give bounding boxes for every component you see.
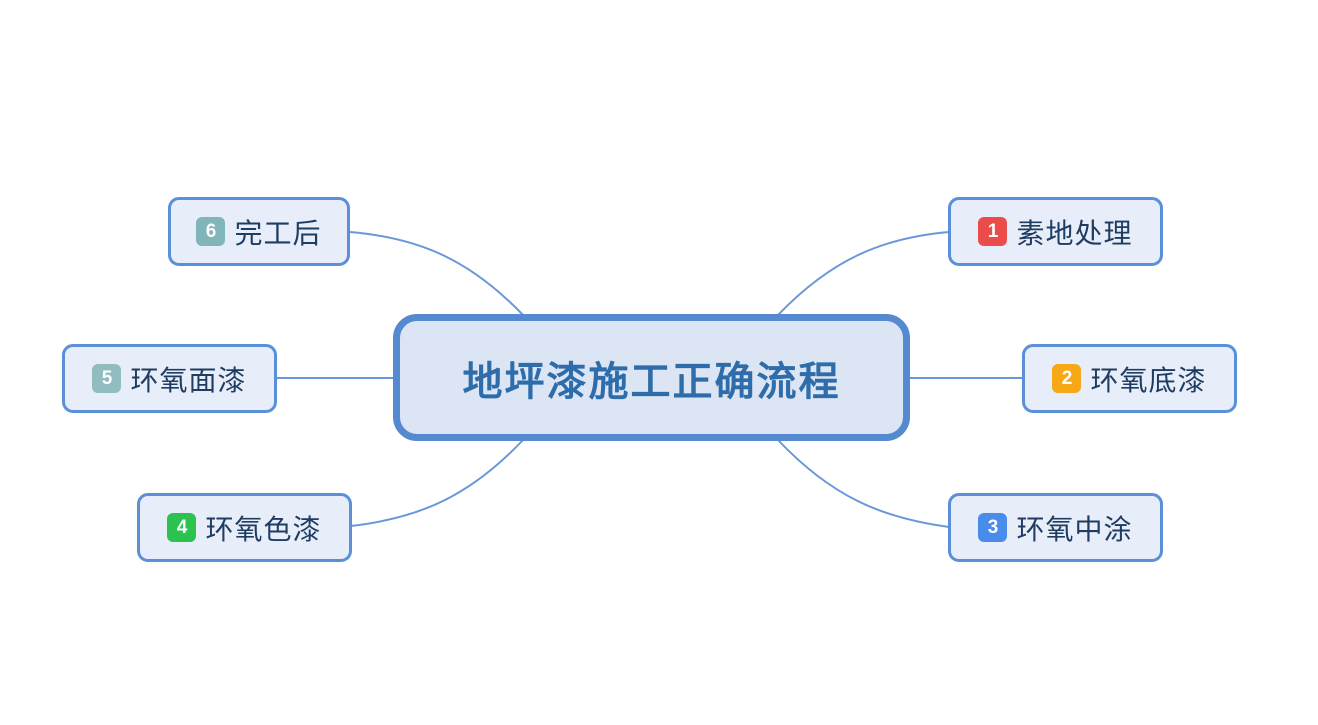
branch-node-3-huanyang-zhongtu[interactable]: 3 环氧中涂 [948, 493, 1163, 562]
step-5-badge: 5 [92, 364, 122, 393]
branch-node-1-label: 素地处理 [1016, 217, 1133, 249]
branch-node-4-label: 环氧色漆 [205, 513, 322, 545]
connector-center-to-node4 [350, 439, 524, 527]
branch-node-5-huanyang-mianqi[interactable]: 5 环氧面漆 [62, 344, 277, 413]
branch-node-4-huanyang-seqi[interactable]: 4 环氧色漆 [137, 493, 352, 562]
branch-node-5-label: 环氧面漆 [130, 364, 247, 396]
branch-node-1-sudi-chuli[interactable]: 1 素地处理 [948, 197, 1163, 266]
step-3-badge: 3 [978, 513, 1008, 542]
branch-node-3-label: 环氧中涂 [1016, 513, 1133, 545]
branch-node-2-label: 环氧底漆 [1090, 364, 1207, 396]
step-6-badge: 6 [196, 217, 226, 246]
branch-node-2-huanyang-diqi[interactable]: 2 环氧底漆 [1022, 344, 1237, 413]
step-4-badge: 4 [167, 513, 197, 542]
step-2-badge: 2 [1052, 364, 1082, 393]
central-topic-label: 地坪漆施工正确流程 [462, 359, 841, 404]
branch-node-6-wangong-hou[interactable]: 6 完工后 [168, 197, 350, 266]
central-topic-node[interactable]: 地坪漆施工正确流程 [393, 314, 910, 441]
connector-center-to-node6 [349, 231, 524, 316]
connector-center-to-node3 [777, 439, 950, 528]
step-1-badge: 1 [978, 217, 1008, 246]
connector-center-to-node1 [777, 231, 950, 316]
branch-node-6-label: 完工后 [234, 217, 322, 249]
